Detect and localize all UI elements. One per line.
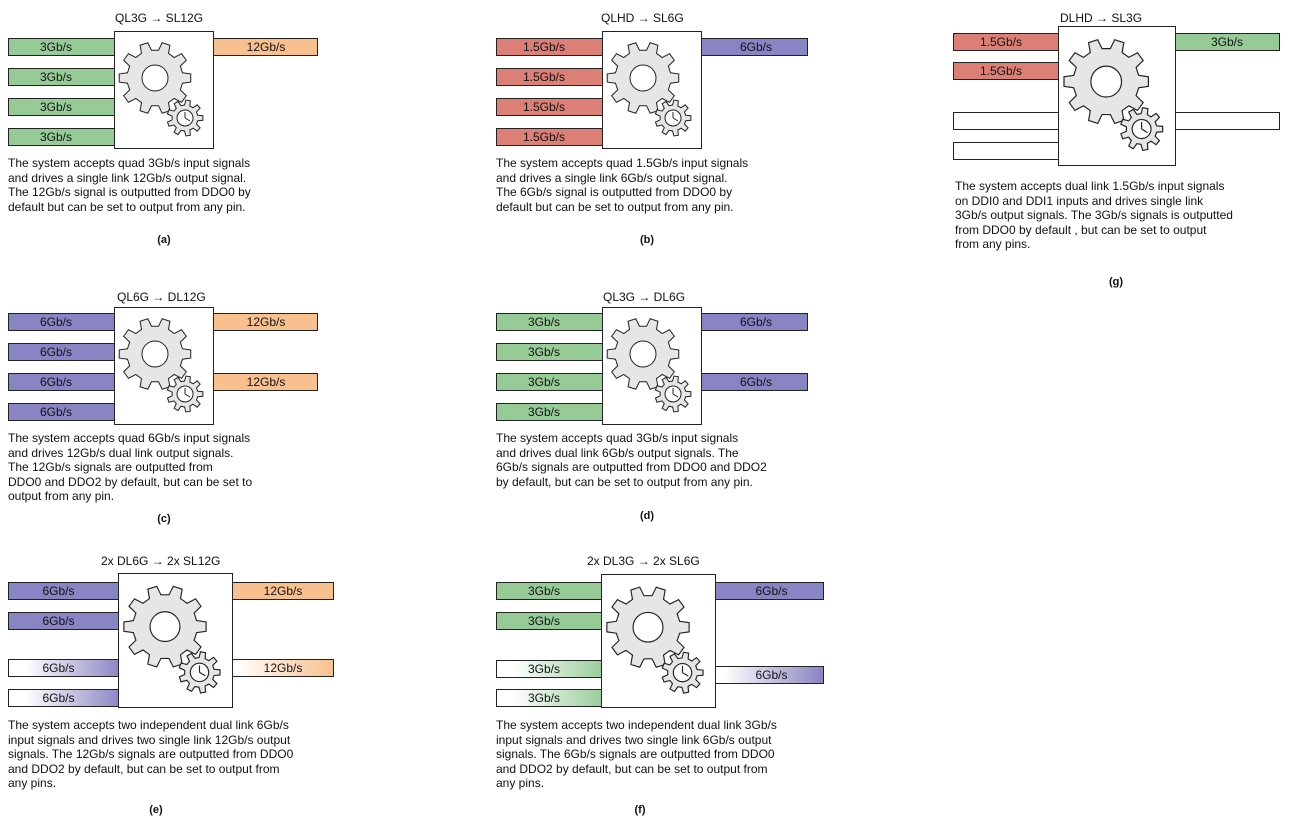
panel-d-input-2: 3Gb/s [496, 343, 606, 361]
gear-icon [1063, 39, 1164, 151]
gear-icon [606, 42, 692, 137]
panel-e-title: 2x DL6G → 2x SL12G [101, 554, 221, 568]
panel-a-input-3: 3Gb/s [8, 98, 118, 116]
panel-a-description: The system accepts quad 3Gb/s input sign… [8, 156, 251, 214]
panel-c-title: QL6G → DL12G [117, 290, 206, 304]
gear-icon [118, 42, 204, 137]
panel-b-caption: (b) [639, 234, 655, 246]
panel-f-output-1: 6Gb/s [705, 582, 824, 600]
panel-c-description: The system accepts quad 6Gb/s input sign… [8, 431, 253, 503]
panel-a-processor-box [114, 31, 214, 149]
panel-d-input-3: 3Gb/s [496, 373, 606, 391]
panel-f-processor-box [601, 574, 716, 708]
panel-f-output-2: 6Gb/s [705, 666, 824, 684]
panel-e-input-4: 6Gb/s [8, 689, 123, 707]
panel-d-input-4: 3Gb/s [496, 403, 606, 421]
panel-a-output-1: 12Gb/s [200, 38, 318, 56]
gear-icon [606, 318, 692, 413]
panel-a-title: QL3G → SL12G [115, 11, 204, 25]
panel-d-caption: (d) [639, 510, 655, 522]
panel-f-input-3: 3Gb/s [496, 660, 606, 678]
panel-b-input-2: 1.5Gb/s [496, 68, 606, 86]
panel-d-description: The system accepts quad 3Gb/s input sign… [496, 431, 767, 489]
panel-f-description: The system accepts two independent dual … [496, 718, 777, 790]
panel-f-input-2: 3Gb/s [496, 612, 606, 630]
panel-f-input-4: 3Gb/s [496, 689, 606, 707]
panel-d-title: QL3G → DL6G [603, 290, 686, 304]
panel-e-output-2: 12Gb/s [218, 659, 334, 677]
panel-a-input-1: 3Gb/s [8, 38, 118, 56]
panel-f-caption: (f) [634, 804, 646, 816]
gear-icon [118, 318, 204, 413]
panel-b-input-1: 1.5Gb/s [496, 38, 606, 56]
panel-c-output-1: 12Gb/s [200, 313, 318, 331]
panel-c-input-3: 6Gb/s [8, 373, 118, 391]
panel-g-output-1: 3Gb/s [1160, 33, 1280, 51]
panel-b-title: QLHD → SL6G [601, 11, 684, 25]
panel-c-output-2: 12Gb/s [200, 373, 318, 391]
panel-g-input-1: 1.5Gb/s [953, 33, 1063, 51]
panel-a-input-4: 3Gb/s [8, 128, 118, 146]
panel-c-input-2: 6Gb/s [8, 343, 118, 361]
panel-b-processor-box [602, 31, 702, 149]
panel-a-caption: (a) [157, 234, 171, 246]
panel-c-caption: (c) [157, 513, 171, 525]
panel-b-description: The system accepts quad 1.5Gb/s input si… [496, 156, 749, 214]
panel-g-title: DLHD → SL3G [1060, 11, 1143, 25]
panel-g-description: The system accepts dual link 1.5Gb/s inp… [955, 179, 1233, 251]
panel-e-input-3: 6Gb/s [8, 659, 123, 677]
panel-b-input-3: 1.5Gb/s [496, 98, 606, 116]
panel-a-input-2: 3Gb/s [8, 68, 118, 86]
panel-f-input-1: 3Gb/s [496, 582, 606, 600]
panel-g-caption: (g) [1108, 276, 1124, 288]
panel-d-processor-box [602, 307, 702, 425]
panel-d-input-1: 3Gb/s [496, 313, 606, 331]
panel-c-input-1: 6Gb/s [8, 313, 118, 331]
panel-e-input-2: 6Gb/s [8, 612, 123, 630]
gear-icon [606, 586, 704, 694]
panel-c-input-4: 6Gb/s [8, 403, 118, 421]
panel-g-input-4 [953, 142, 1063, 160]
panel-g-input-3 [953, 112, 1063, 130]
panel-b-input-4: 1.5Gb/s [496, 128, 606, 146]
panel-d-output-1: 6Gb/s [690, 313, 808, 331]
panel-b-output-1: 6Gb/s [690, 38, 808, 56]
panel-f-title: 2x DL3G → 2x SL6G [587, 554, 700, 568]
panel-e-output-1: 12Gb/s [218, 582, 334, 600]
panel-g-output-2 [1160, 112, 1280, 130]
gear-icon [123, 585, 221, 694]
panel-e-processor-box [118, 573, 233, 708]
panel-c-processor-box [114, 307, 214, 425]
panel-g-input-2: 1.5Gb/s [953, 62, 1063, 80]
panel-g-processor-box [1058, 26, 1176, 166]
panel-e-caption: (e) [149, 804, 163, 816]
panel-d-output-2: 6Gb/s [690, 373, 808, 391]
panel-e-description: The system accepts two independent dual … [8, 718, 294, 790]
panel-e-input-1: 6Gb/s [8, 582, 123, 600]
